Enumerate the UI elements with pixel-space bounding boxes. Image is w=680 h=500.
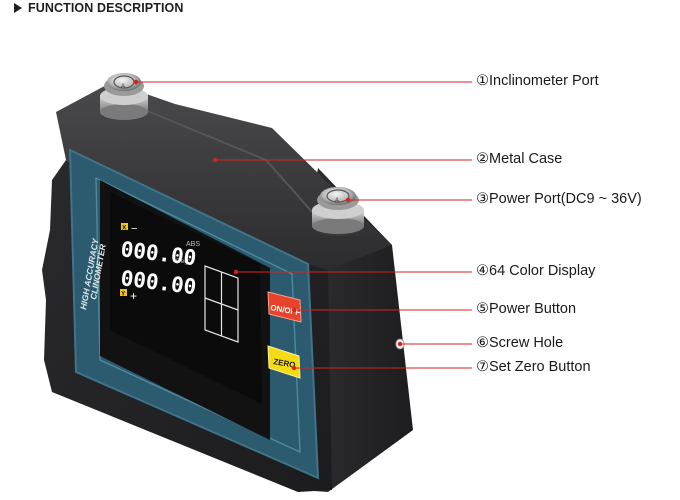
callout-set-zero-button: ⑦Set Zero Button — [476, 359, 591, 375]
callout-power-port: ③Power Port(DC9 ~ 36V) — [476, 191, 642, 207]
x-axis-indicator — [121, 223, 128, 230]
level-grid — [204, 265, 239, 343]
callout-power-button: ⑤Power Button — [476, 301, 577, 317]
leader-dot-7 — [291, 365, 297, 371]
callout-screw-hole: ⑥Screw Hole — [476, 335, 564, 351]
leader-dot-6 — [397, 341, 403, 347]
leader-dot-5 — [291, 307, 297, 313]
panel-inner-border — [95, 176, 301, 454]
x-sign: − — [131, 223, 137, 235]
triangle-bullet-icon — [14, 3, 22, 13]
x-axis-label: X — [122, 225, 127, 232]
y-axis-indicator — [120, 289, 127, 296]
zero-label: ZERO — [273, 357, 296, 370]
leader-dot-2 — [212, 157, 218, 163]
section-header: FUNCTION DESCRIPTION — [14, 1, 183, 15]
callout-inclinometer-port: ①Inclinometer Port — [476, 73, 599, 89]
leader-dot-1 — [133, 79, 139, 85]
callout-color-display: ④64 Color Display — [476, 263, 596, 279]
callout-metal-case: ②Metal Case — [476, 151, 563, 167]
leader-dot-3 — [345, 197, 351, 203]
case-top-face — [56, 82, 392, 270]
y-axis-label: Y — [121, 291, 126, 298]
power-port: A — [312, 187, 364, 236]
leader-dot-4 — [233, 269, 239, 275]
abs-label: ABS — [186, 241, 200, 248]
inclinometer-port: A — [100, 73, 148, 120]
deg-label: Deg° — [176, 257, 191, 265]
section-title: FUNCTION DESCRIPTION — [28, 1, 184, 15]
inclinometer-port-pin-label: A — [121, 84, 125, 90]
y-sign: + — [130, 289, 137, 303]
onoff-button[interactable]: ON/OFF — [267, 291, 302, 323]
power-port-pin-label: A — [335, 198, 339, 204]
display-screen — [110, 192, 262, 404]
zero-button[interactable]: ZERO — [267, 345, 301, 379]
